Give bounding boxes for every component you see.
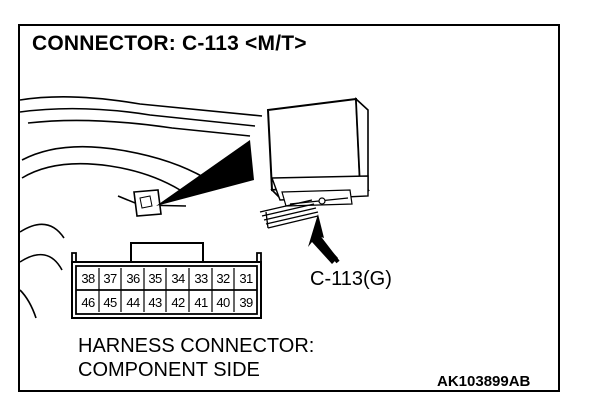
figure-code: AK103899AB: [437, 373, 531, 390]
pin-label: 45: [103, 295, 117, 310]
harness-wires: [259, 199, 319, 229]
harness-caption-line2: COMPONENT SIDE: [78, 359, 260, 381]
connector-id-label: C-113(G): [310, 268, 392, 290]
ecu-module: [266, 97, 371, 207]
pin-label: 42: [171, 295, 185, 310]
pin-label: 37: [103, 271, 117, 286]
pin-label: 40: [216, 295, 230, 310]
pin-label: 33: [194, 271, 208, 286]
pin-label: 31: [239, 271, 253, 286]
pin-label: 32: [216, 271, 230, 286]
pin-label: 46: [81, 295, 95, 310]
pin-label: 38: [81, 271, 95, 286]
harness-caption-line1: HARNESS CONNECTOR:: [78, 335, 315, 357]
pin-label: 44: [126, 295, 140, 310]
pin-label: 36: [126, 271, 140, 286]
pin-label: 39: [239, 295, 253, 310]
pin-label: 34: [171, 271, 185, 286]
harness-connector-face: [71, 242, 262, 319]
diagram-frame: [18, 24, 560, 392]
zoom-wedge: [156, 140, 254, 206]
dashboard-outline: [19, 96, 263, 319]
pin-label: 43: [148, 295, 162, 310]
connector-title: CONNECTOR: C-113 <M/T>: [32, 32, 307, 55]
dashboard-connector-location: [133, 189, 162, 217]
pin-label: 35: [148, 271, 162, 286]
harness-caption: HARNESS CONNECTOR: COMPONENT SIDE: [78, 334, 314, 382]
arrow-icon: [308, 214, 340, 264]
pin-label: 41: [194, 295, 208, 310]
